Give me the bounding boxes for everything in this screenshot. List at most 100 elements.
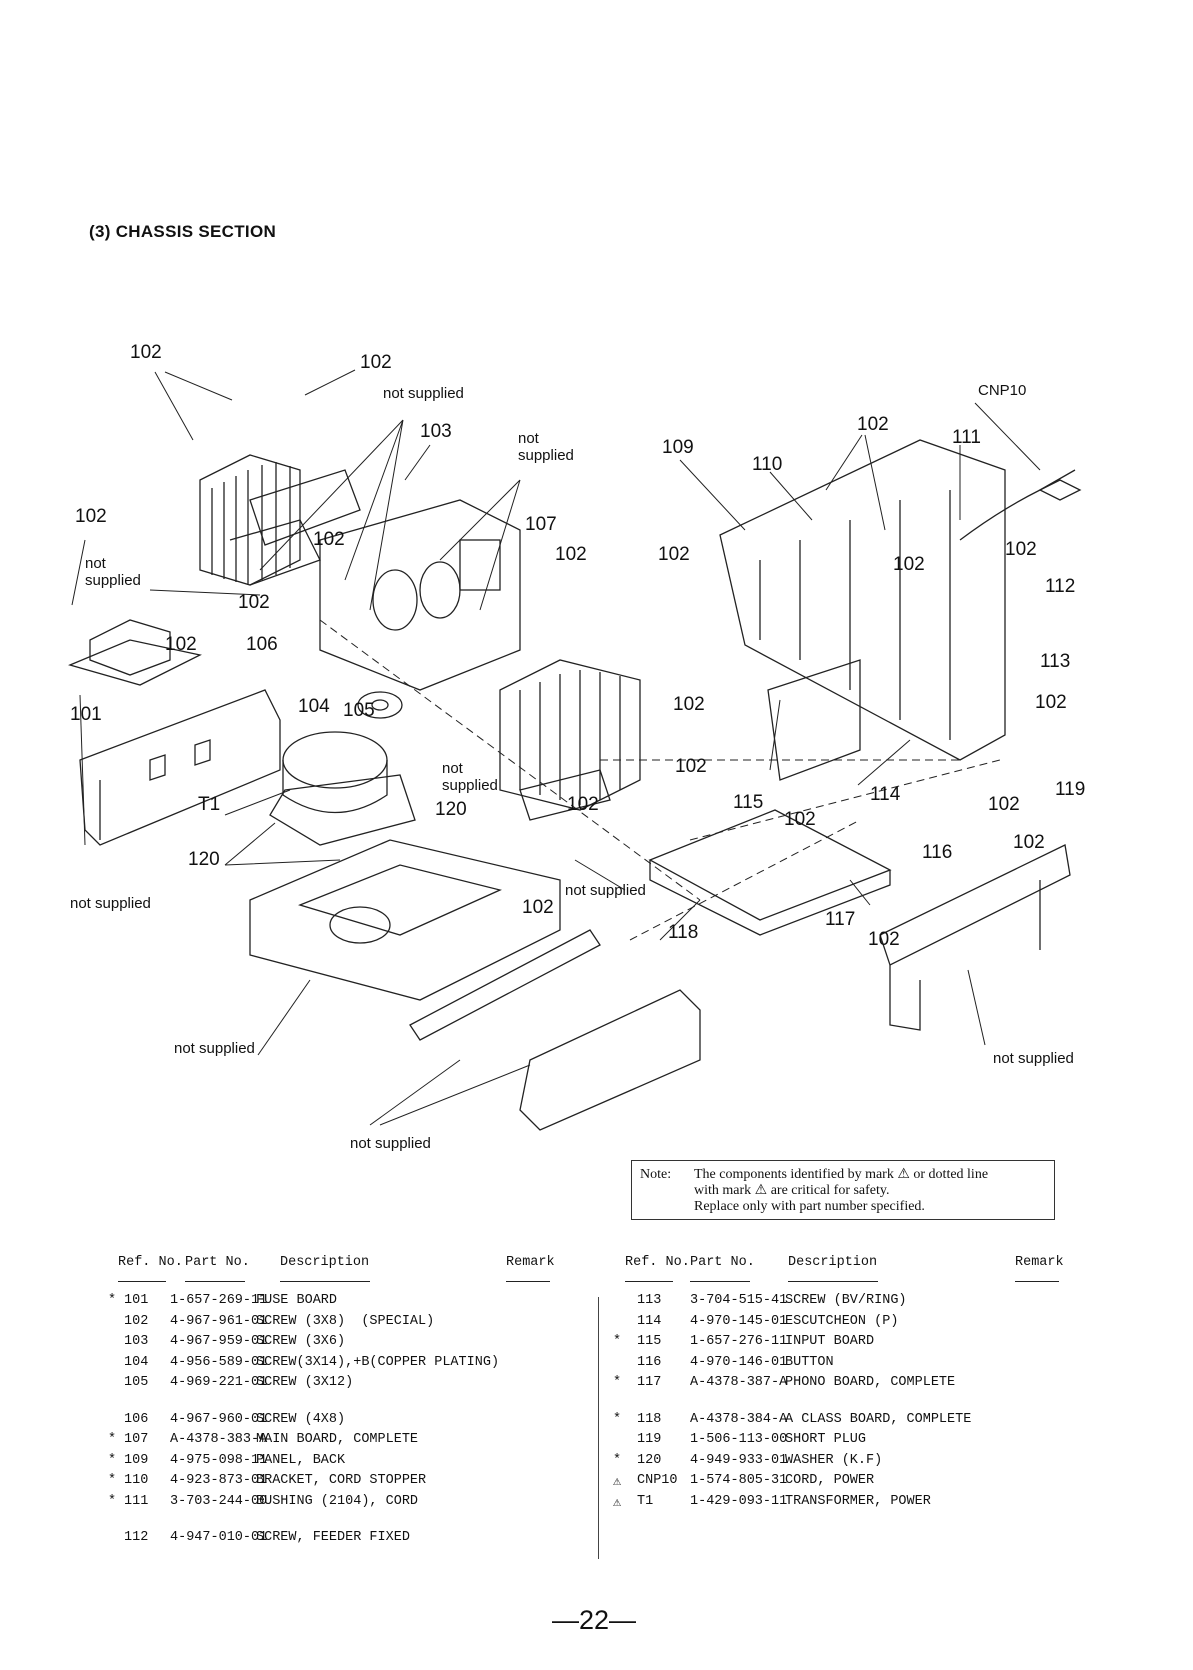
callout-120: 120 — [435, 799, 467, 820]
callout-102: 102 — [165, 634, 197, 655]
part-no-cell: 4-975-098-11 — [170, 1452, 268, 1468]
mark-cell: ⚠ — [613, 1475, 622, 1490]
part-no-cell: 4-967-960-01 — [170, 1411, 268, 1427]
callout-104: 104 — [298, 696, 330, 717]
transformer — [282, 731, 388, 789]
rail — [409, 929, 601, 1041]
callout-102: 102 — [238, 592, 270, 613]
washer-105 — [357, 691, 403, 719]
part-no-cell: 1-657-276-11 — [690, 1334, 788, 1349]
description-cell: BRACKET, CORD STOPPER — [256, 1473, 427, 1488]
mark-cell: * — [108, 1432, 117, 1447]
header-description: Description — [280, 1255, 370, 1270]
callout-102: 102 — [567, 794, 599, 815]
description-cell: FUSE BOARD — [256, 1293, 338, 1308]
callout-102: 102 — [673, 694, 705, 715]
part-no-cell: 4-923-873-01 — [170, 1473, 268, 1488]
description-cell: A CLASS BOARD, COMPLETE — [785, 1411, 972, 1427]
power-cord — [959, 469, 1076, 541]
mark-cell: * — [613, 1375, 622, 1390]
back-panel — [719, 439, 1006, 761]
callout-111: 111 — [952, 427, 981, 448]
callout-114: 114 — [870, 784, 901, 805]
part-no-cell: A-4378-383-A — [170, 1432, 268, 1447]
part-no-cell: 3-703-244-00 — [170, 1493, 268, 1509]
callout-102: 102 — [857, 414, 889, 435]
callout-cnp10: CNP10 — [978, 382, 1026, 399]
exploded-view-diagram: 102 102 not supplied 103 not supplied 10… — [68, 342, 1085, 1152]
header-description: Description — [788, 1255, 878, 1270]
table-divider — [598, 1297, 599, 1559]
callout-118: 118 — [668, 922, 698, 943]
ref-cell: 109 — [124, 1452, 149, 1468]
part-no-cell: 4-969-221-01 — [170, 1375, 268, 1390]
callout-109: 109 — [662, 437, 694, 458]
callout-102: 102 — [75, 506, 107, 527]
header-remark: Remark — [1015, 1255, 1064, 1270]
not-supplied-label: not supplied — [383, 385, 464, 402]
callout-102: 102 — [555, 544, 587, 565]
callout-102: 102 — [988, 794, 1020, 815]
callout-119: 119 — [1055, 779, 1085, 800]
ref-cell: 105 — [124, 1375, 149, 1390]
callout-102: 102 — [360, 352, 392, 373]
description-cell: SCREW (3X6) — [256, 1334, 346, 1349]
part-no-cell: 4-970-146-01 — [690, 1354, 788, 1370]
left-heatsink — [199, 454, 301, 586]
callout-102: 102 — [1013, 832, 1045, 853]
not-supplied-label: not — [85, 555, 107, 572]
callout-101: 101 — [70, 704, 102, 725]
not-supplied-label: not supplied — [174, 1040, 255, 1057]
part-no-cell: 4-947-010-01 — [170, 1530, 268, 1545]
description-cell: ESCUTCHEON (P) — [785, 1313, 899, 1329]
part-no-cell: 4-949-933-01 — [690, 1452, 788, 1468]
part-no-cell: 1-429-093-11 — [690, 1493, 788, 1509]
ref-cell: 104 — [124, 1354, 149, 1370]
mark-cell: * — [108, 1493, 117, 1509]
input-board — [767, 659, 861, 781]
ref-cell: 106 — [124, 1411, 149, 1427]
callout-117: 117 — [825, 909, 855, 930]
mark-cell: * — [613, 1452, 622, 1468]
ref-cell: 119 — [637, 1432, 662, 1447]
mark-cell: * — [108, 1293, 117, 1308]
callout-102: 102 — [522, 897, 554, 918]
part-no-cell: 4-970-145-01 — [690, 1313, 788, 1329]
callout-116: 116 — [922, 842, 952, 863]
header-part-no: Part No. — [185, 1255, 250, 1270]
callout-102: 102 — [1035, 692, 1067, 713]
part-no-cell: 1-574-805-31 — [690, 1473, 788, 1488]
callout-107: 107 — [525, 514, 557, 535]
header-ref-no: Ref. No. — [625, 1255, 690, 1270]
part-no-cell: 4-967-959-01 — [170, 1334, 268, 1349]
page-number: —22— — [552, 1605, 637, 1635]
description-cell: MAIN BOARD, COMPLETE — [256, 1432, 419, 1447]
ref-cell: 113 — [637, 1293, 662, 1308]
center-heatsink — [499, 659, 641, 811]
callout-105: 105 — [343, 700, 375, 721]
ref-cell: 118 — [637, 1411, 662, 1427]
mark-cell: * — [108, 1452, 117, 1468]
safety-note: Note: The components identified by mark … — [631, 1160, 1055, 1220]
callout-102: 102 — [893, 554, 925, 575]
mark-cell: * — [613, 1334, 622, 1349]
callout-112: 112 — [1045, 576, 1075, 597]
ref-cell: 120 — [637, 1452, 662, 1468]
description-cell: SCREW (BV/RING) — [785, 1293, 907, 1308]
fuse-board — [68, 639, 202, 686]
description-cell: TRANSFORMER, POWER — [785, 1493, 931, 1509]
callout-102: 102 — [1005, 539, 1037, 560]
ref-cell: 101 — [124, 1293, 149, 1308]
